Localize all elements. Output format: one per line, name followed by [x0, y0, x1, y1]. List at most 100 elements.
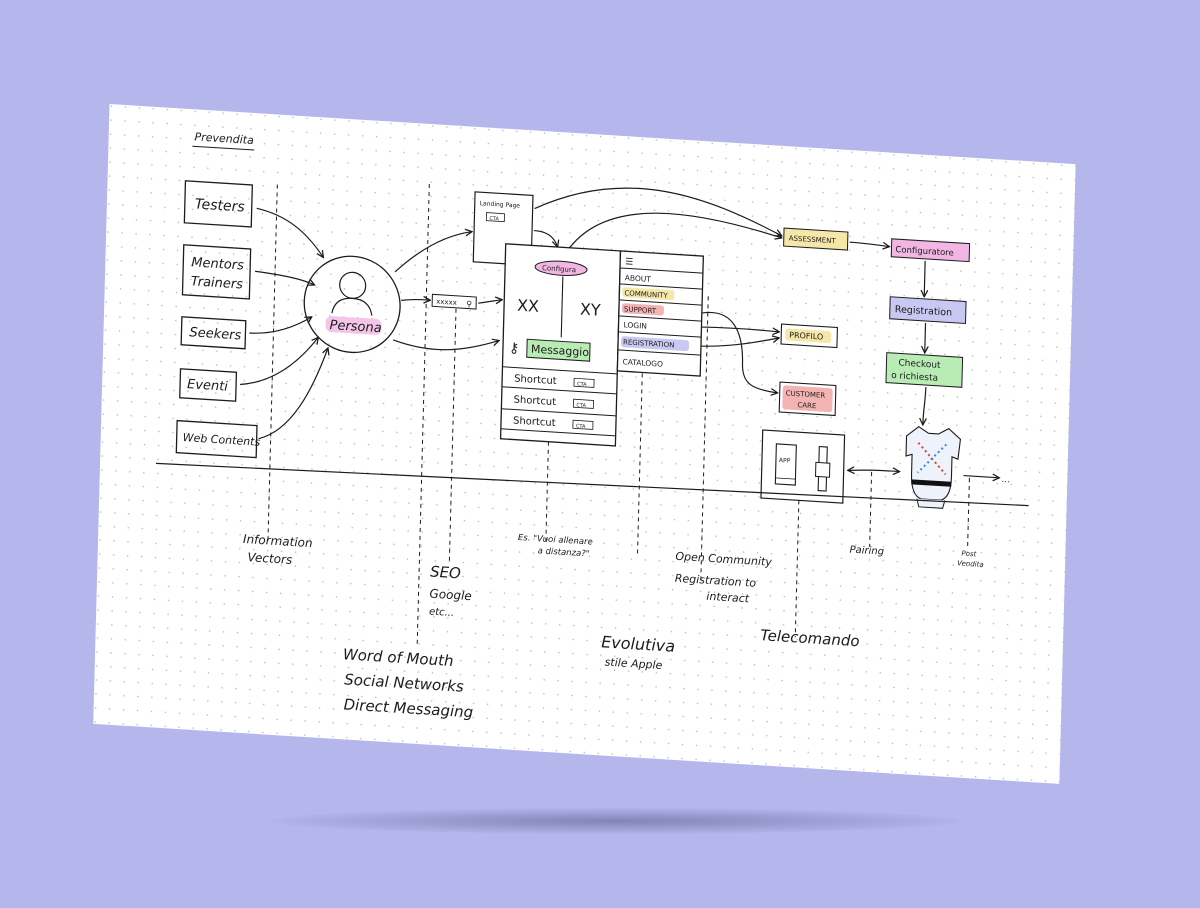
landing-cta-badge: [485, 212, 505, 223]
configuratore-label: Configuratore: [895, 245, 954, 259]
shortcut-3-label: Shortcut: [513, 415, 556, 429]
arrow-persona-landing: [394, 227, 472, 273]
landing-page-label: Landing Page: [480, 200, 521, 210]
menu-item-catalogo: CATALOGO: [622, 357, 663, 369]
eventi-box: [179, 368, 238, 402]
assessment-box: [783, 227, 849, 251]
watch-face: [815, 461, 831, 478]
checkout-box: [885, 352, 964, 388]
registration-highlight: [621, 336, 690, 352]
app-label: APP: [779, 457, 791, 465]
profilo-highlight: [785, 328, 832, 343]
arrow-support-care: [701, 311, 780, 393]
assessment-label: ASSESSMENT: [789, 234, 837, 245]
arrow-landing-main: [534, 229, 558, 247]
arrow-testers: [256, 207, 325, 257]
registration-label: Registration: [895, 304, 952, 319]
source-testers: Testers: [195, 196, 245, 215]
persona-body-icon: [331, 297, 373, 316]
arrow-assessment-configuratore: [849, 241, 890, 246]
customer-care-label-1: CUSTOMER: [786, 389, 826, 399]
arrow-persona-search: [401, 298, 430, 302]
xy-label: XY: [580, 300, 601, 320]
menu-sep-5: [617, 349, 701, 356]
menu-item-about: ABOUT: [625, 273, 652, 284]
annotation-open-community: Open Community: [675, 550, 772, 569]
annotation-es-1: Es. "Vuoi allenare: [518, 533, 593, 548]
web-contents-box: [175, 419, 258, 459]
testers-box: [183, 180, 253, 228]
annotation-etc: etc...: [429, 607, 454, 620]
shortcut-1-label: Shortcut: [514, 374, 557, 388]
customer-care-highlight: [782, 385, 833, 413]
arrow-web: [258, 344, 328, 440]
shortcut-1-cta-label: CTA: [577, 381, 587, 388]
shortcut-3-cta: [572, 419, 594, 430]
search-text: xxxxx: [436, 298, 457, 307]
menu-sep-3: [618, 315, 702, 322]
configura-button: [534, 260, 588, 276]
shortcut-sep-3: [501, 408, 617, 417]
page-title: Prevendita: [194, 130, 254, 147]
menu-sep-2: [619, 299, 703, 306]
key-icon: ⚷: [509, 340, 520, 357]
shortcut-sep-4: [500, 428, 616, 437]
annotation-registration-to: Registration to: [675, 572, 757, 590]
mentors-trainers-box: [181, 244, 252, 300]
search-box: [431, 293, 477, 310]
menu-sep-0: [620, 267, 703, 274]
profilo-label: PROFILO: [789, 331, 823, 342]
main-divider: [560, 276, 564, 338]
messaggio-label: Messaggio: [531, 343, 590, 360]
menu-sep-1: [619, 283, 703, 290]
configura-label: Configura: [542, 264, 576, 274]
annotation-seo: SEO: [430, 563, 461, 583]
menu-item-support: SUPPORT: [624, 305, 657, 315]
main-bottom-dash: [545, 441, 549, 542]
telecomando-dash: [794, 500, 800, 638]
persona-highlight: [325, 316, 382, 335]
arrow-landing-assessment: [534, 187, 783, 236]
xx-label: XX: [517, 296, 539, 316]
annotation-interact: interact: [706, 590, 750, 606]
arrow-persona-main: [393, 334, 499, 351]
source-eventi: Eventi: [187, 377, 229, 395]
customer-care-label-2: CARE: [797, 401, 816, 410]
annotation-google: Google: [429, 587, 472, 604]
annotation-post: Post: [961, 550, 976, 559]
shortcut-2-cta-label: CTA: [576, 402, 586, 409]
seo-line: [448, 300, 457, 564]
pairing-arrow: [848, 468, 900, 473]
configuratore-box: [890, 238, 971, 263]
arrow-main-assessment: [567, 212, 783, 252]
support-highlight: [621, 303, 664, 316]
arrow-search-main: [478, 298, 502, 304]
ellipsis-label: ...: [1001, 475, 1010, 486]
shortcut-sep-1: [502, 366, 618, 375]
search-icon: ⚲: [466, 299, 472, 308]
menu-item-login: LOGIN: [623, 320, 647, 330]
arrow-registration-checkout: [925, 322, 926, 353]
annotation-vendita: Vendita: [957, 559, 984, 569]
shortcut-2-cta: [572, 398, 594, 409]
annotation-es-2: a distanza?": [537, 546, 589, 559]
sheet-shadow: [270, 808, 960, 834]
phase-divider: [156, 462, 1029, 507]
arrow-login-profilo: [701, 326, 779, 332]
community-highlight: [622, 287, 675, 301]
checkout-label-2: o richiesta: [891, 371, 938, 384]
menu-item-registration: REGISTRATION: [623, 338, 675, 349]
arrow-eventi: [240, 333, 318, 386]
source-trainers: Trainers: [191, 274, 244, 292]
source-mentors: Mentors: [191, 255, 244, 273]
menu-item-community: COMMUNITY: [624, 289, 668, 300]
title-underline: [192, 145, 255, 151]
info-vectors-line: [267, 184, 278, 545]
annotation-vectors: Vectors: [247, 550, 292, 567]
source-web-contents: Web Contents: [183, 431, 261, 449]
checkout-label-1: Checkout: [898, 358, 941, 371]
post-vendita-arrow: [963, 476, 999, 478]
registration-box: [889, 296, 967, 325]
landing-cta-label: CTA: [489, 216, 499, 223]
